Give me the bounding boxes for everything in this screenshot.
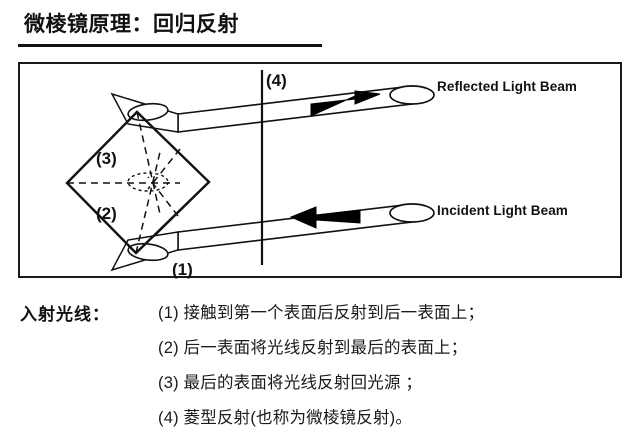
- prism-beam-couplers: [110, 92, 179, 272]
- list-item: (2) 后一表面将光线反射到最后的表面上；: [158, 339, 468, 357]
- retroreflector-diagram: (3) (2) (1) (4): [65, 70, 435, 279]
- list-item: (3) 最后的表面将光线反射回光源 ；: [158, 374, 423, 392]
- prism-diamond: [65, 110, 211, 255]
- reflected-light-beam-caption: Reflected Light Beam: [437, 79, 578, 94]
- reflected-beam-body: [177, 85, 413, 133]
- lower-coupler-ellipse: [127, 242, 169, 262]
- legend-label-incident-ray: 入射光线：: [20, 305, 110, 324]
- figure-frame: (3) (2) (1) (4): [18, 62, 622, 279]
- incident-beam-arrow-icon: [289, 206, 361, 229]
- reflected-beam-arrow-icon: [310, 90, 381, 117]
- hidden-edge-from-bottom: [135, 151, 161, 254]
- hidden-edge-diag-a: [147, 148, 181, 190]
- callout-2: (2): [96, 204, 117, 223]
- incident-light-beam-caption: Incident Light Beam: [437, 203, 568, 218]
- reflected-beam-tube: [177, 85, 435, 133]
- steps-list: (1) 接触到第一个表面后反射到后一表面上； (2) 后一表面将光线反射到最后的…: [158, 296, 618, 436]
- callout-1: (1): [172, 260, 193, 279]
- list-item: (4) 菱型反射(也称为微棱镜反射)。: [158, 409, 413, 427]
- incident-beam-tube: [177, 203, 435, 251]
- list-item: (1) 接触到第一个表面后反射到后一表面上；: [158, 304, 485, 322]
- callout-3: (3): [96, 149, 117, 168]
- callout-4: (4): [266, 71, 287, 90]
- title-underline-rule: [18, 44, 322, 47]
- hidden-edge-diag-b: [147, 176, 179, 217]
- prism-hidden-edges: [67, 111, 181, 254]
- prism-diamond-outline: [65, 110, 211, 255]
- hidden-edge-from-top: [136, 111, 161, 215]
- incident-beam-endcap: [389, 203, 435, 223]
- prism-apex-aperture-ellipse: [127, 172, 169, 192]
- page-title: 微棱镜原理：回归反射: [24, 13, 239, 36]
- reflected-beam-endcap: [389, 85, 435, 105]
- incident-beam-body: [177, 203, 413, 251]
